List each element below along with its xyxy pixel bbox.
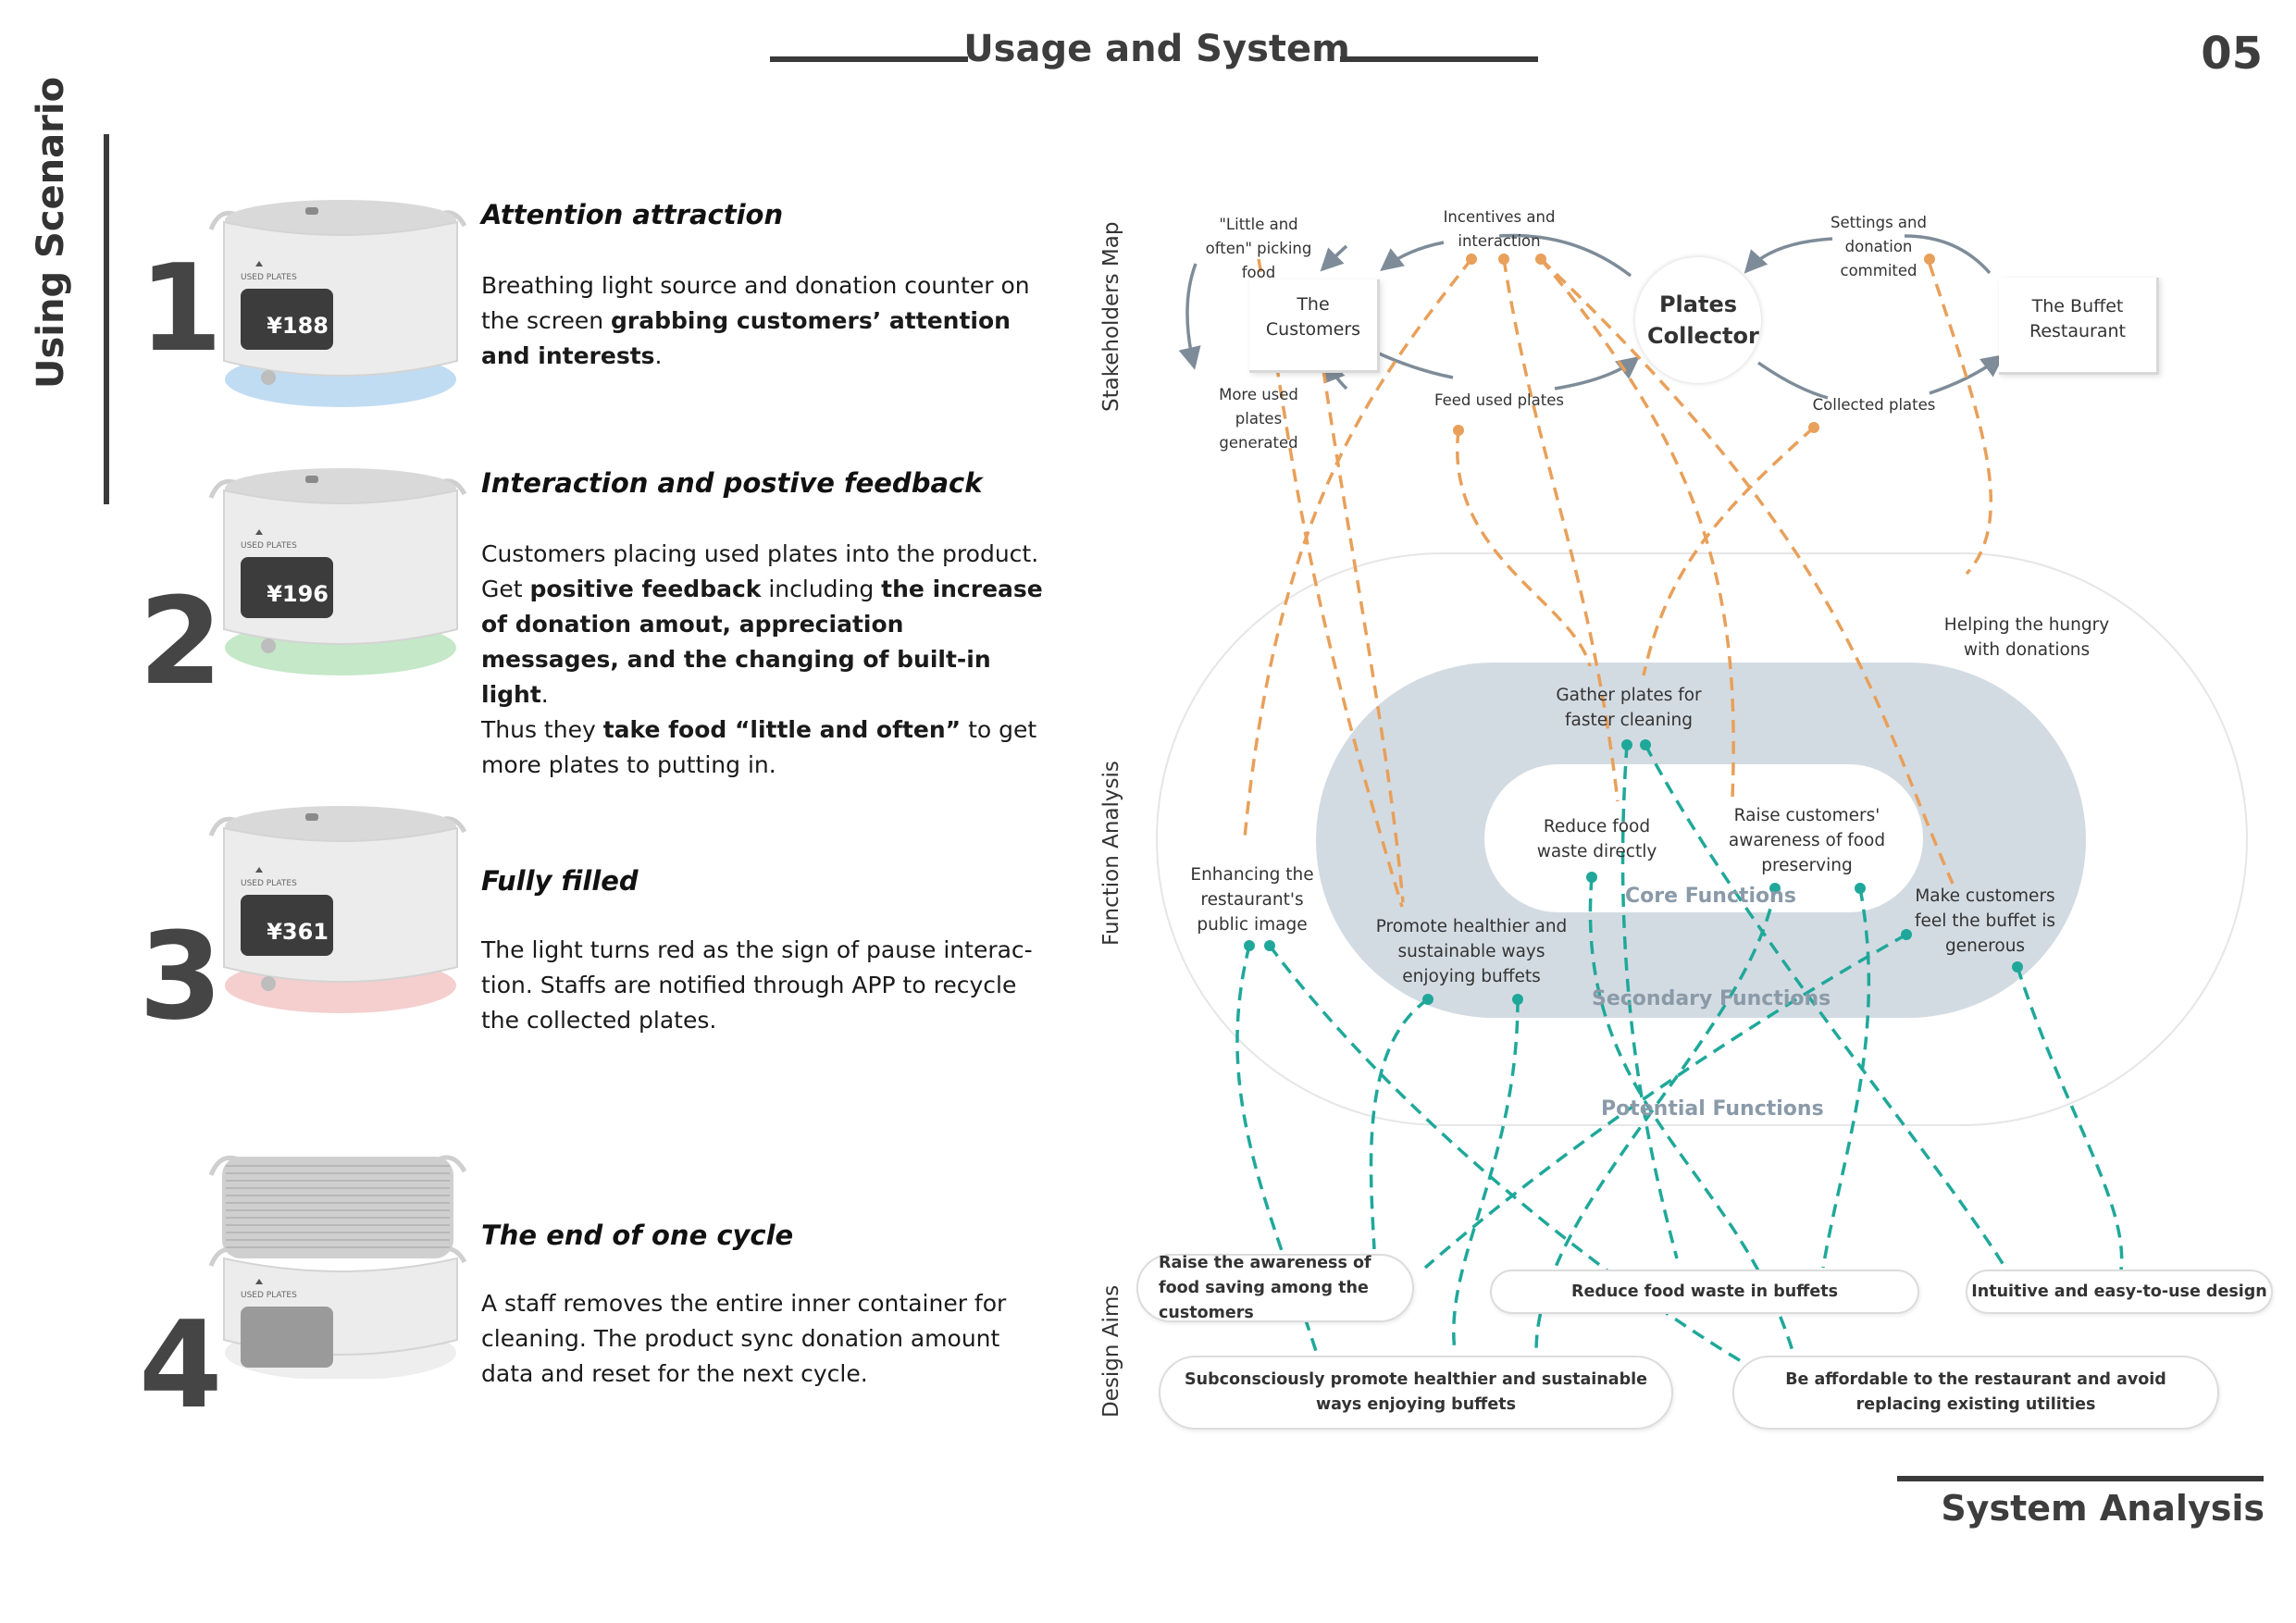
svg-text:USED PLATES: USED PLATES	[241, 541, 297, 551]
orange-dots	[1453, 254, 1935, 436]
step-text-run: to get more plates to putting in.	[481, 716, 1037, 778]
step-text-run: The light turns red as the sign of pause…	[481, 936, 1033, 1034]
flow-label-settings: Settings and donation commited	[1831, 214, 1927, 279]
step-number: 3	[139, 906, 223, 1047]
zone-label-potential: Potential Functions	[1601, 1097, 1824, 1121]
flow-label-collected: Collected plates	[1812, 396, 1936, 414]
step-text-run: A staff removes the entire inner contain…	[481, 1290, 1007, 1387]
device-illustration: USED PLATES ¥196	[208, 468, 467, 675]
svg-text:¥361: ¥361	[267, 919, 329, 945]
svg-text:USED PLATES: USED PLATES	[241, 273, 297, 282]
potential-functions-zone	[1156, 552, 2248, 1126]
device-illustration: USED PLATES	[208, 1155, 467, 1379]
flow-label-incentives: Incentives and interaction	[1443, 208, 1556, 250]
step-text-run: the increase of donation amout, apprecia…	[481, 576, 1043, 708]
aim-subconscious-promote: Subconsciously promote healthier and sus…	[1159, 1356, 1673, 1430]
plates-collector-label: Plates Collector	[1647, 291, 1759, 349]
header-rule-left	[770, 56, 968, 62]
teal-dots	[1244, 739, 2023, 1005]
section-rule	[104, 134, 109, 504]
svg-text:¥196: ¥196	[267, 581, 329, 607]
step-text-run: Thus they	[481, 716, 603, 743]
step-text-run: grabbing customers’ attention and intere…	[481, 307, 1011, 369]
step-description: Breathing light source and donation coun…	[481, 268, 1046, 374]
node-customers: The Customers	[1249, 279, 1380, 373]
stakeholder-arrows	[1178, 233, 2004, 400]
page-title: Usage and System	[963, 28, 1350, 70]
function-raise-awareness: Raise customers' awareness of food prese…	[1728, 806, 1886, 875]
function-promote-healthier: Promote healthier and sustainable ways e…	[1375, 917, 1568, 986]
step-text-run: positive feedback	[529, 576, 762, 602]
flow-label-little-often: "Little and often" picking food	[1205, 216, 1312, 281]
svg-text:¥188: ¥188	[267, 313, 329, 339]
function-gather-plates: Gather plates for faster cleaning	[1556, 686, 1702, 730]
step-title: The end of one cycle	[481, 1220, 794, 1251]
step-description: Customers placing used plates into the p…	[481, 537, 1046, 783]
step-number: 1	[139, 238, 223, 378]
device-illustration: USED PLATES ¥361	[208, 806, 467, 1013]
aim-reduce-waste: Reduce food waste in buffets	[1490, 1270, 1919, 1314]
label-stakeholders-map: Stakeholders Map	[1099, 221, 1123, 412]
svg-text:USED PLATES: USED PLATES	[241, 1291, 297, 1300]
step-description: The light turns red as the sign of pause…	[481, 933, 1046, 1038]
orange-connections	[1243, 257, 1993, 908]
label-function-analysis: Function Analysis	[1099, 761, 1123, 946]
step-number: 2	[139, 571, 223, 712]
step-number: 4	[139, 1295, 223, 1435]
step-text-run: Breathing light source and donation coun…	[481, 272, 1030, 334]
node-plates-collector: Plates Collector	[1635, 257, 1761, 383]
header-rule-right	[1340, 56, 1538, 62]
footer-rule	[1897, 1476, 2264, 1481]
step-text-run: including	[761, 576, 882, 602]
flow-label-feed: Feed used plates	[1434, 391, 1564, 409]
function-helping-hungry: Helping the hungry with donations	[1943, 615, 2110, 660]
flow-label-more-plates: More used plates generated	[1219, 386, 1298, 452]
footer-title: System Analysis	[1941, 1488, 2265, 1529]
zone-label-core: Core Functions	[1625, 885, 1796, 908]
device-illustration: USED PLATES ¥188	[208, 200, 467, 407]
step-text-run: take food “little and often”	[602, 716, 962, 743]
step-text-run: .	[654, 342, 663, 369]
step-text-run: .	[540, 681, 549, 708]
step-description: A staff removes the entire inner contain…	[481, 1286, 1046, 1392]
label-design-aims: Design Aims	[1099, 1284, 1123, 1418]
step-title: Fully filled	[481, 865, 639, 897]
aim-affordable: Be affordable to the restaurant and avoi…	[1732, 1356, 2219, 1430]
svg-text:USED PLATES: USED PLATES	[241, 879, 297, 888]
step-title: Interaction and postive feedback	[481, 467, 983, 499]
aim-intuitive-design: Intuitive and easy-to-use design	[1966, 1270, 2273, 1314]
zone-label-secondary: Secondary Functions	[1592, 987, 1831, 1010]
function-buffet-generous: Make customers feel the buffet is genero…	[1914, 886, 2056, 956]
node-buffet-restaurant: The Buffet Restaurant	[1999, 278, 2159, 375]
step-title: Attention attraction	[481, 199, 784, 230]
function-public-image: Enhancing the restaurant's public image	[1190, 865, 1314, 935]
function-reduce-waste: Reduce food waste directly	[1536, 817, 1657, 861]
page-number: 05	[2201, 28, 2263, 80]
aim-raise-awareness: Raise the awareness of food saving among…	[1136, 1254, 1414, 1322]
step-text-run: Customers placing used plates into the p…	[481, 540, 1039, 602]
